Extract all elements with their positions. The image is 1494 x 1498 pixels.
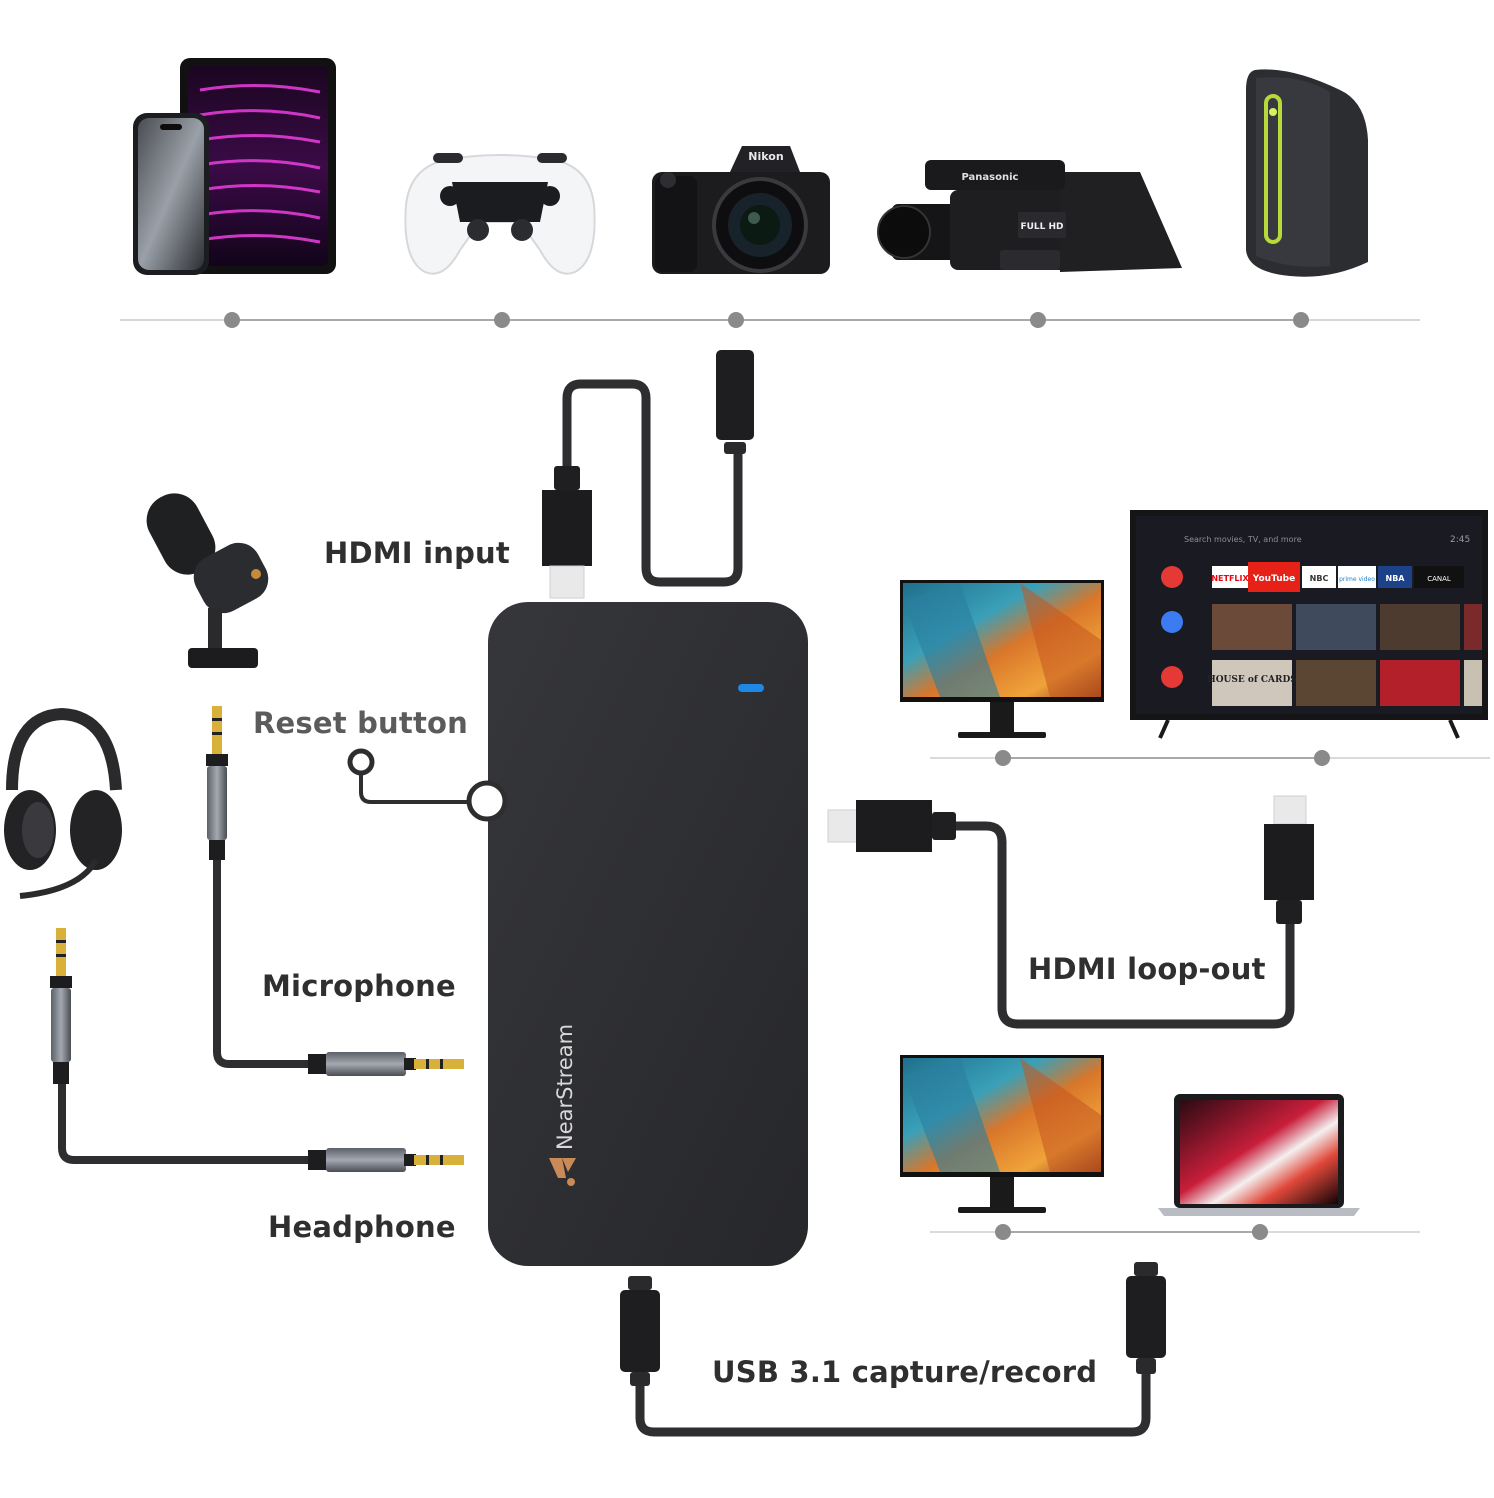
- capture-device-body: NearStream: [488, 602, 808, 1266]
- hdmi-loop-out-cable: [827, 795, 1314, 1029]
- label-headphone: Headphone: [268, 1210, 456, 1244]
- tv-search-text: Search movies, TV, and more: [1184, 535, 1302, 544]
- hdmi-input-cable: [542, 350, 754, 599]
- usb-c-plug: [1126, 1276, 1166, 1358]
- usb-capture-cable: [620, 1262, 1166, 1437]
- headphone-cable: [50, 928, 464, 1172]
- label-hdmi-loop-out: HDMI loop-out: [1028, 952, 1266, 986]
- reset-button-callout: [347, 748, 508, 822]
- microphone-cable: [206, 706, 464, 1076]
- microphone-icon: [146, 493, 269, 668]
- tv-time: 2:45: [1450, 535, 1470, 545]
- tv-app-netflix: NETFLIX: [1211, 574, 1249, 583]
- status-led: [738, 684, 764, 692]
- label-hdmi-input: HDMI input: [324, 536, 510, 570]
- desktop-pc-icon: [1246, 69, 1368, 277]
- sources-connector-line: [120, 312, 1420, 328]
- hdmi-plug-input: [554, 466, 580, 490]
- display-dot: [1252, 1224, 1268, 1240]
- display-dot: [995, 750, 1011, 766]
- reset-button[interactable]: [466, 780, 508, 822]
- camera-brand: Nikon: [748, 150, 783, 163]
- hdmi-plug-display: [1264, 824, 1314, 900]
- camcorder-brand: Panasonic: [962, 172, 1019, 183]
- usb-c-plug: [620, 1290, 660, 1372]
- usb-c-plug: [716, 350, 754, 440]
- laptop-icon: [1158, 1094, 1360, 1216]
- source-dot: [1293, 312, 1309, 328]
- display-dot: [995, 1224, 1011, 1240]
- label-microphone: Microphone: [262, 969, 456, 1003]
- tv-icon: Search movies, TV, and more 2:45 NETFLIX…: [1130, 510, 1488, 739]
- phone-tablet-icon: [133, 58, 336, 275]
- display-dot: [1314, 750, 1330, 766]
- gamepad-icon: [404, 153, 596, 275]
- source-dot: [728, 312, 744, 328]
- tv-app-youtube: YouTube: [1252, 574, 1295, 584]
- source-dot: [494, 312, 510, 328]
- displays-connector-line: [930, 1224, 1420, 1240]
- label-reset-button: Reset button: [253, 706, 468, 740]
- camcorder-icon: Panasonic FULL HD: [877, 160, 1182, 272]
- tv-show-title: HOUSE of CARDS: [1207, 675, 1297, 685]
- device-brand: NearStream: [553, 1024, 577, 1150]
- source-dot: [224, 312, 240, 328]
- monitor-icon: [900, 580, 1104, 738]
- tv-app-nbc: NBC: [1310, 574, 1329, 583]
- tv-app-nba: NBA: [1386, 574, 1406, 583]
- camera-icon: Nikon: [652, 146, 830, 274]
- tv-app-canal: CANAL: [1427, 575, 1451, 583]
- source-dot: [1030, 312, 1046, 328]
- camcorder-badge: FULL HD: [1020, 222, 1063, 232]
- hdmi-plug-loop-out: [856, 800, 932, 852]
- displays-connector-line: [930, 750, 1490, 766]
- headset-icon: [4, 707, 122, 899]
- monitor-icon: [900, 1055, 1104, 1213]
- tv-app-prime: prime video: [1339, 576, 1375, 583]
- label-usb-capture: USB 3.1 capture/record: [712, 1355, 1098, 1389]
- brand-logo-icon: [549, 1158, 576, 1186]
